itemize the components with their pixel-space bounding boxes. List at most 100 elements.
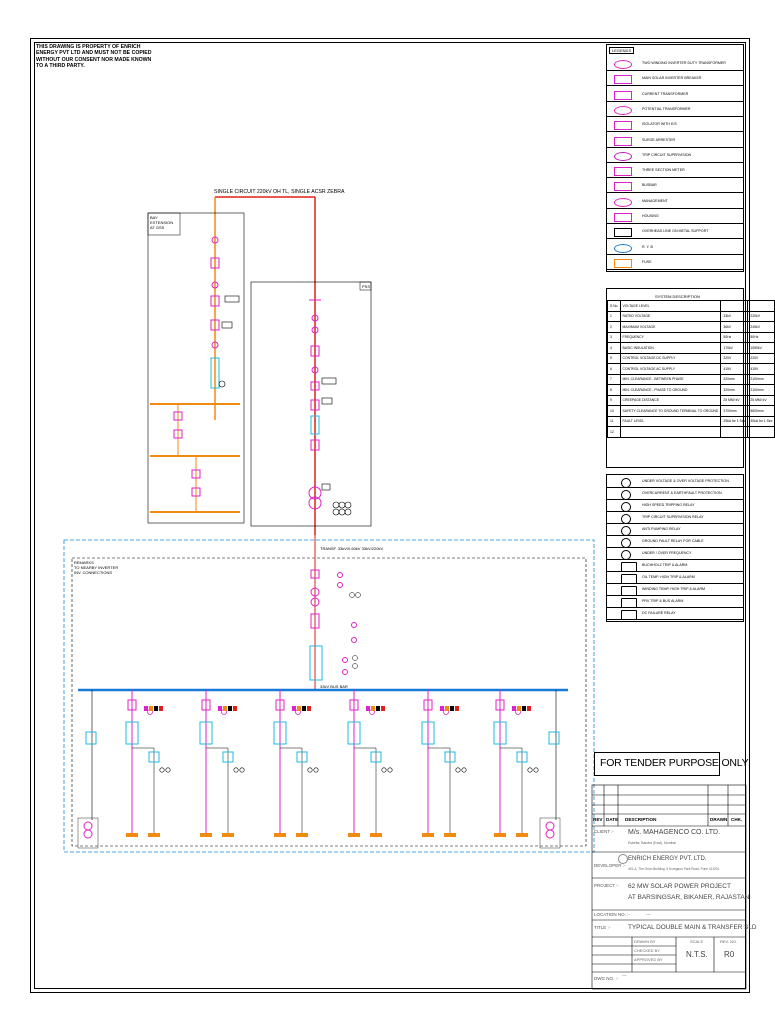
scale-label: SCALE bbox=[690, 939, 704, 944]
protection-legend-label: UNDER VOLTAGE & OVER VOLTAGE PROTECTION bbox=[642, 479, 729, 483]
legend-symbol-icon bbox=[614, 228, 632, 238]
tender-stamp-box bbox=[594, 752, 720, 776]
protection-legend-label: OIL TEMP. HIGH TRIP & ALARM bbox=[642, 575, 695, 579]
protection-legend-row: OVERCURRENT & EARTHFAULT PROTECTION bbox=[607, 488, 743, 500]
legend-label: SURGE ARRESTER bbox=[642, 137, 676, 142]
protection-legend-label: UNDER / OVER FREQUENCY bbox=[642, 551, 692, 555]
protection-legend-row: UNDER VOLTAGE & OVER VOLTAGE PROTECTION bbox=[607, 476, 743, 488]
legend-label: MAIN SOLAR INVERTER BREAKER bbox=[642, 76, 702, 81]
relay-symbol-icon bbox=[621, 490, 631, 500]
outgoing-feeder bbox=[125, 690, 171, 837]
legend-row: ISOLATOR WITH E/S bbox=[606, 117, 743, 133]
meta-drawn-by: DRAWN BY bbox=[634, 939, 656, 944]
relay-symbol-icon bbox=[621, 526, 631, 536]
rev-header-date: DATE bbox=[606, 817, 619, 822]
developer-address: 401-A, The Orion Building, 5 Koregaon Pa… bbox=[628, 867, 720, 871]
protection-legend-label: ANTI PUMPING RELAY bbox=[642, 527, 681, 531]
legend-row: TWO WINDING INVERTER DUTY TRANSFORMER bbox=[606, 56, 743, 71]
legend-row: FUSE bbox=[606, 255, 743, 270]
relay-symbol-icon bbox=[621, 538, 631, 548]
outgoing-feeder bbox=[347, 690, 393, 837]
developer-label: DEVELOPER :- bbox=[594, 863, 626, 868]
project-line-1: 62 MW SOLAR POWER PROJECT bbox=[628, 883, 731, 890]
legend-label: THREE SECTION METER bbox=[642, 168, 685, 173]
legend-symbol-icon bbox=[614, 60, 632, 69]
protection-legend-label: PRV TRIP & BUS ALARM bbox=[642, 599, 684, 603]
legend-box bbox=[606, 44, 744, 272]
protection-legend-label: BUCHHOLZ TRIP & ALARM bbox=[642, 563, 688, 567]
legend-row: BUSBAR bbox=[606, 178, 743, 194]
legend-label: FUSE bbox=[642, 259, 652, 264]
legend-row: OVERHEAD LINE ON METAL SUPPORT bbox=[606, 224, 743, 240]
feeder-tag-2: TO NEARBY INVERTER bbox=[74, 565, 119, 570]
system-description-title: SYSTEM DESCRIPTION bbox=[655, 294, 700, 299]
project-line-2: AT BARSINGSAR, BIKANER, RAJASTAN bbox=[628, 894, 750, 901]
meta-approved-by: APPROVED BY bbox=[634, 957, 663, 962]
protection-legend-row: GROUND FAULT RELAY FOR CABLE bbox=[607, 536, 743, 548]
legend-label: TRIP CIRCUIT SUPERVISION bbox=[642, 152, 692, 157]
relay-symbol-icon bbox=[621, 574, 637, 584]
legend-symbol-icon bbox=[614, 75, 632, 85]
protection-legend-row: HIGH SPEED TRIPPING RELAY bbox=[607, 500, 743, 512]
developer-name: ENRICH ENERGY PVT. LTD. bbox=[628, 856, 707, 862]
legend-symbol-icon bbox=[614, 182, 632, 192]
project-label: PROJECT :- bbox=[594, 883, 619, 888]
legend-symbol-icon bbox=[614, 136, 632, 146]
location-value: --- bbox=[646, 912, 651, 917]
relay-symbol-icon bbox=[621, 550, 631, 560]
legend-row: THREE SECTION METER bbox=[606, 163, 743, 179]
legend-row: MANAGEMENT bbox=[606, 194, 743, 209]
relay-symbol-icon bbox=[621, 502, 631, 512]
title-label: TITLE :- bbox=[594, 925, 611, 930]
legend-label: HOUSING bbox=[642, 214, 659, 218]
legend-row: MAIN SOLAR INVERTER BREAKER bbox=[606, 71, 743, 87]
relay-symbol-icon bbox=[621, 610, 637, 620]
legend-label: OVERHEAD LINE ON METAL SUPPORT bbox=[642, 229, 709, 234]
feeder-tag-3: INV. CONNECTIONS bbox=[74, 570, 113, 575]
transformer-label: TRANSF. 33kV/0.60kV 33kV/220kV bbox=[320, 546, 384, 551]
protection-legend-label: OVERCURRENT & EARTHFAULT PROTECTION bbox=[642, 491, 722, 495]
dwg-no-label: DWG NO. :- bbox=[594, 976, 619, 981]
protection-legend-row: WINDING TEMP. HIGH TRIP & ALARM bbox=[607, 584, 743, 596]
legend-symbol-icon bbox=[614, 213, 632, 222]
drawing-inner-border bbox=[34, 42, 746, 989]
legend-label: TWO WINDING INVERTER DUTY TRANSFORMER bbox=[642, 61, 726, 65]
legend-row: HOUSING bbox=[606, 209, 743, 224]
rev-header-rev: REV bbox=[593, 817, 603, 822]
system-description-frame bbox=[606, 288, 744, 468]
protection-legend-row: DC FAILURE RELAY bbox=[607, 608, 743, 620]
outgoing-feeder bbox=[421, 690, 467, 837]
protection-legend-row: ANTI PUMPING RELAY bbox=[607, 524, 743, 536]
legend-row: TRIP CIRCUIT SUPERVISION bbox=[606, 148, 743, 163]
scale-value: N.T.S. bbox=[686, 950, 708, 959]
outgoing-feeder bbox=[493, 690, 539, 837]
protection-legend-label: WINDING TEMP. HIGH TRIP & ALARM bbox=[642, 587, 706, 591]
legend-row: SURGE ARRESTER bbox=[606, 133, 743, 148]
left-panel-title: BAY EXTENSION AT GSS bbox=[150, 215, 174, 230]
legend-label: POTENTIAL TRANSFORMER bbox=[642, 106, 691, 111]
legend-label: CURRENT TRANSFORMER bbox=[642, 91, 689, 96]
legend-symbol-icon bbox=[614, 121, 632, 131]
protection-legend-label: DC FAILURE RELAY bbox=[642, 611, 676, 615]
protection-legend-row: BUCHHOLZ TRIP & ALARM bbox=[607, 560, 743, 572]
protection-legend-row: UNDER / OVER FREQUENCY bbox=[607, 548, 743, 560]
legend-symbol-icon bbox=[614, 151, 632, 161]
legend-row: R. Y. B bbox=[606, 240, 743, 255]
rev-header-drawn: DRAWN bbox=[710, 817, 728, 822]
meta-checked-by: CHECKED BY bbox=[634, 948, 661, 953]
rev-header-chk: CHK. bbox=[731, 817, 743, 822]
legend-label: R. Y. B bbox=[642, 244, 653, 249]
protection-legend-row: OIL TEMP. HIGH TRIP & ALARM bbox=[607, 572, 743, 584]
protection-legend-row: TRIP CIRCUIT SUPERVISION RELAY bbox=[607, 512, 743, 524]
developer-logo-icon bbox=[618, 854, 628, 864]
feeder-tag-1: REMARKS bbox=[74, 560, 94, 565]
legend-symbol-icon bbox=[614, 258, 632, 268]
protection-legend-label: GROUND FAULT RELAY FOR CABLE bbox=[642, 539, 704, 543]
legend-symbol-icon bbox=[614, 197, 632, 207]
relay-symbol-icon bbox=[621, 598, 637, 608]
incoming-line-label: SINGLE CIRCUIT 220kV OH TL, SINGLE ACSR … bbox=[214, 189, 345, 195]
ownership-note: THIS DRAWING IS PROPERTY OF ENRICH ENERG… bbox=[36, 44, 152, 69]
table-cell bbox=[747, 426, 775, 438]
